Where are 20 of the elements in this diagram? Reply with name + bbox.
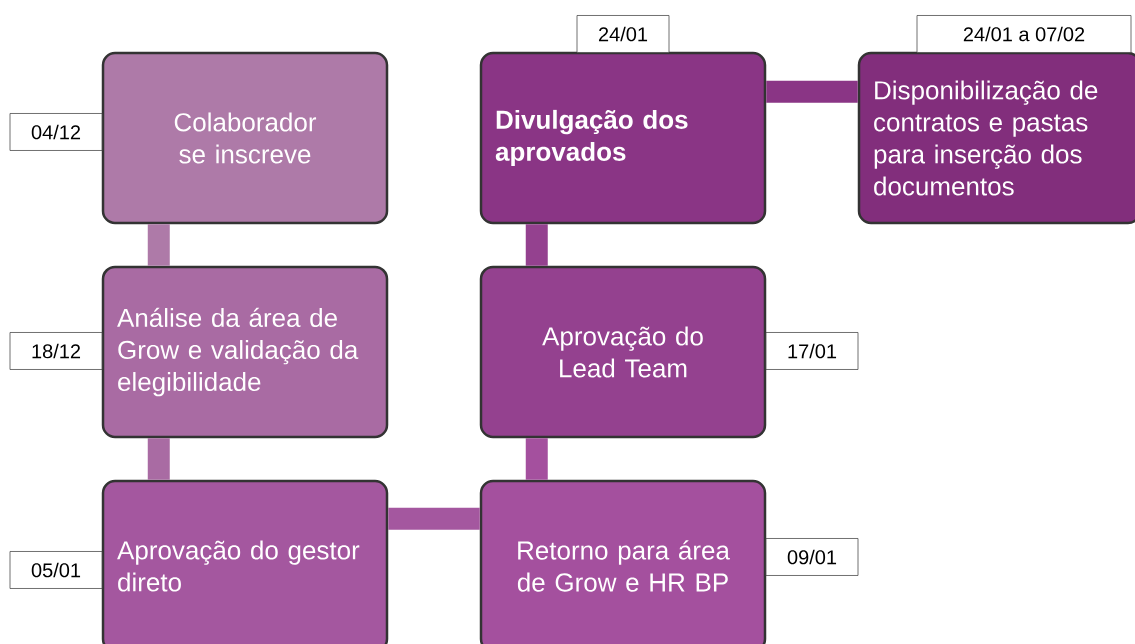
date-label: 05/01 — [9, 551, 103, 589]
date-label: 04/12 — [9, 113, 103, 151]
connector-bar — [147, 438, 170, 480]
date-label: 24/01 a 07/02 — [916, 15, 1132, 53]
process-box: Aprovação do gestor direto — [101, 479, 389, 644]
connector-bar — [525, 438, 548, 480]
date-label: 09/01 — [765, 538, 859, 576]
process-box: Disponibilização de contratos e pastas para inserção dos documentos — [857, 51, 1135, 225]
date-label: 24/01 — [576, 15, 670, 53]
connector-bar — [147, 224, 170, 266]
connector-bar — [525, 224, 548, 266]
date-label: 17/01 — [765, 332, 859, 370]
process-box: Divulgação dos aprovados — [479, 51, 767, 225]
process-box: Colaborador se inscreve — [101, 51, 389, 225]
date-label: 18/12 — [9, 332, 103, 370]
process-box: Retorno para área de Grow e HR BP — [479, 479, 767, 644]
process-box: Aprovação do Lead Team — [479, 265, 767, 439]
connector-bar — [388, 507, 480, 530]
process-box: Análise da área de Grow e validação da elegibilidade — [101, 265, 389, 439]
connector-bar — [766, 80, 858, 103]
